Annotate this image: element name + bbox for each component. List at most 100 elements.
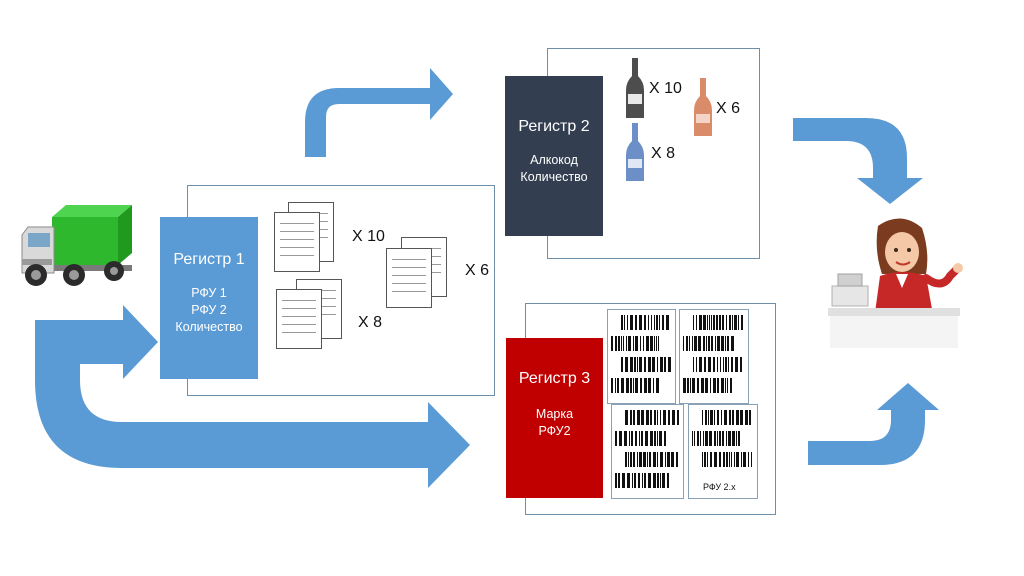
bottle-icon — [626, 123, 644, 181]
register1-title: Регистр 1 — [173, 251, 245, 268]
barcode-stripe — [732, 315, 733, 330]
barcode-stripe — [639, 452, 642, 467]
barcode-stripe — [743, 452, 746, 467]
barcode-stripe — [642, 473, 643, 488]
document-icon — [276, 289, 322, 349]
barcode-stripe — [736, 452, 739, 467]
barcode-stripe — [668, 357, 671, 372]
truck-icon — [21, 205, 132, 286]
register1-box: Регистр 1 РФУ 1 РФУ 2 Количество — [160, 217, 258, 379]
barcode-stripe — [644, 315, 646, 330]
barcode-stripe — [657, 357, 658, 372]
barcode-stripe — [687, 378, 689, 393]
barcode-stripe — [651, 315, 652, 330]
barcode-stripe — [641, 431, 643, 446]
barcode-stripe — [708, 336, 710, 351]
barcode-stripe — [709, 431, 712, 446]
barcode-stripe — [711, 336, 713, 351]
barcode-stripe — [626, 378, 629, 393]
barcode-stripe — [719, 431, 721, 446]
barcode-stripe — [731, 357, 733, 372]
barcode-stripe — [644, 473, 646, 488]
barcode-stripe — [710, 410, 713, 425]
barcode-stripe — [633, 336, 634, 351]
barcode-stripe — [623, 336, 624, 351]
barcode-stripe — [633, 410, 635, 425]
barcode-stripe — [650, 336, 653, 351]
barcode-stripe — [704, 357, 706, 372]
barcode-stripe — [617, 378, 619, 393]
barcode-stripe — [721, 378, 724, 393]
barcode-stripe — [660, 410, 661, 425]
barcode-stripe — [690, 378, 691, 393]
barcode-stripe — [656, 336, 657, 351]
barcode-stripe — [657, 431, 658, 446]
barcode-stripe — [664, 357, 666, 372]
cashier-icon — [828, 218, 963, 348]
barcode-stripe — [748, 452, 749, 467]
register2-title: Регистр 2 — [518, 118, 590, 135]
bottle-quantity-2: X 6 — [716, 100, 741, 117]
arrow-register3-to-cashier — [808, 383, 939, 465]
barcode-stripe — [665, 452, 666, 467]
register2-line2: Количество — [520, 170, 588, 184]
barcode-stripe — [630, 452, 632, 467]
barcode-stripe — [671, 452, 674, 467]
document-quantity-1: X 10 — [352, 228, 385, 245]
register1-line2: РФУ 2 — [191, 303, 227, 317]
barcode-stripe — [618, 336, 620, 351]
barcode-stripe — [611, 336, 613, 351]
barcode-stripe — [745, 410, 748, 425]
barcode-stripe — [703, 336, 705, 351]
barcode-stripe — [725, 336, 726, 351]
barcode-stripe — [667, 473, 669, 488]
barcode-stripe — [633, 378, 634, 393]
barcode-stripe — [631, 431, 633, 446]
barcode-stripe — [731, 336, 734, 351]
barcode-stripe — [639, 315, 642, 330]
barcode-stripe — [740, 357, 742, 372]
barcode-stripe — [703, 315, 706, 330]
barcode-stripe — [732, 431, 735, 446]
barcode-stripe — [615, 378, 616, 393]
barcode-stripe — [624, 431, 627, 446]
barcode-stripe — [630, 315, 633, 330]
barcode-stripe — [697, 378, 699, 393]
barcode-stripe — [714, 431, 716, 446]
barcode-stripe — [624, 315, 625, 330]
barcode-stripe — [645, 431, 648, 446]
barcode-stripe — [705, 431, 708, 446]
document-quantity-2: X 6 — [465, 262, 490, 279]
barcode-stripe — [672, 410, 675, 425]
barcode-stripe — [654, 315, 655, 330]
barcode-stripe — [667, 452, 670, 467]
barcode-stripe — [621, 357, 623, 372]
barcode-stripe — [637, 410, 640, 425]
barcode-stripe — [738, 315, 739, 330]
barcode-stripe — [627, 315, 628, 330]
barcode-stripe — [627, 473, 630, 488]
barcode-stripe — [639, 357, 642, 372]
barcode-stripe — [713, 378, 716, 393]
barcode-stripe — [640, 336, 641, 351]
barcode-stripe — [660, 452, 663, 467]
barcode-stripe — [694, 431, 695, 446]
register2-box: Регистр 2 Алкокод Количество — [505, 76, 603, 236]
barcode-stripe — [751, 452, 752, 467]
arrow-to-register2 — [305, 68, 453, 157]
barcode-stripe — [720, 357, 721, 372]
barcode-stripe — [723, 452, 725, 467]
document-icon — [274, 212, 320, 272]
barcode-stripe — [628, 336, 631, 351]
barcode-stripe — [653, 473, 656, 488]
barcode-stripe — [714, 452, 717, 467]
barcode-stripe — [630, 378, 632, 393]
arrow-to-register3 — [35, 320, 470, 488]
barcode-stripe — [641, 410, 644, 425]
barcode-stripe — [696, 315, 697, 330]
barcode-stripe — [727, 336, 729, 351]
barcode-stripe — [702, 452, 703, 467]
barcode-stripe — [715, 336, 716, 351]
barcode-stripe — [724, 410, 727, 425]
barcode-stripe — [719, 452, 721, 467]
